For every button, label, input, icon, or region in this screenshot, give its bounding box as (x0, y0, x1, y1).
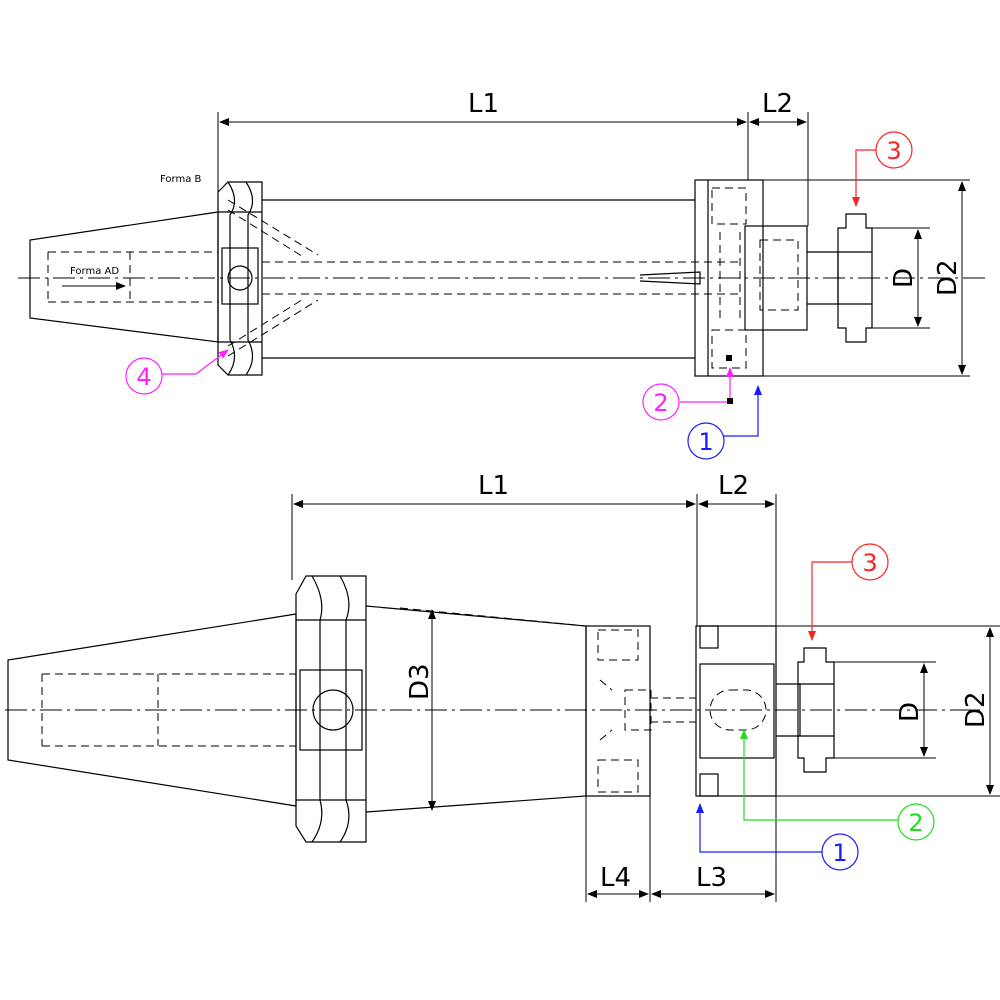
bottom-flange (295, 575, 367, 843)
bottom-d-label: D (895, 702, 925, 722)
top-view: Forma AD Forma B (18, 89, 985, 460)
bottom-head (695, 625, 801, 797)
bottom-callout-3-number: 3 (862, 549, 877, 577)
bottom-callout-2 (897, 803, 935, 841)
top-callout-1 (687, 422, 725, 460)
top-head (694, 179, 839, 377)
bottom-l1-label: L1 (478, 471, 509, 501)
top-d-label: D (889, 268, 919, 288)
bottom-l3-label: L3 (696, 863, 727, 893)
bottom-callout-2-number: 2 (908, 809, 923, 837)
forma-ad-label: Forma AD (70, 266, 119, 277)
top-callout-2-number: 2 (653, 389, 668, 417)
top-l2-label: L2 (762, 89, 793, 119)
bottom-lock-nut (797, 647, 835, 773)
top-callout-2 (642, 383, 680, 421)
top-callout-4-number: 4 (136, 363, 151, 391)
bottom-callout-1 (821, 833, 859, 871)
bottom-d2-label: D2 (961, 691, 991, 728)
top-callout-1-number: 1 (698, 428, 713, 456)
top-taper-cone (29, 211, 219, 343)
top-flange (217, 181, 319, 376)
bottom-view: L1 L2 L4 L3 D3 D D2 1 2 3 (5, 471, 1000, 902)
bottom-body (365, 605, 696, 813)
bottom-l2-label: L2 (718, 471, 749, 501)
top-lock-nut (837, 213, 873, 343)
bottom-d3-label: D3 (405, 663, 435, 700)
bottom-callout-3 (851, 543, 889, 581)
top-callout-3-number: 3 (886, 137, 901, 165)
top-extension-body (262, 199, 740, 359)
top-d2-label: D2 (933, 259, 963, 296)
top-callout-4 (125, 357, 163, 395)
top-callout-3 (875, 131, 913, 169)
bottom-callout-1-number: 1 (832, 839, 847, 867)
forma-b-label: Forma B (160, 174, 201, 185)
bottom-l4-label: L4 (600, 863, 631, 893)
top-l1-label: L1 (468, 89, 499, 119)
